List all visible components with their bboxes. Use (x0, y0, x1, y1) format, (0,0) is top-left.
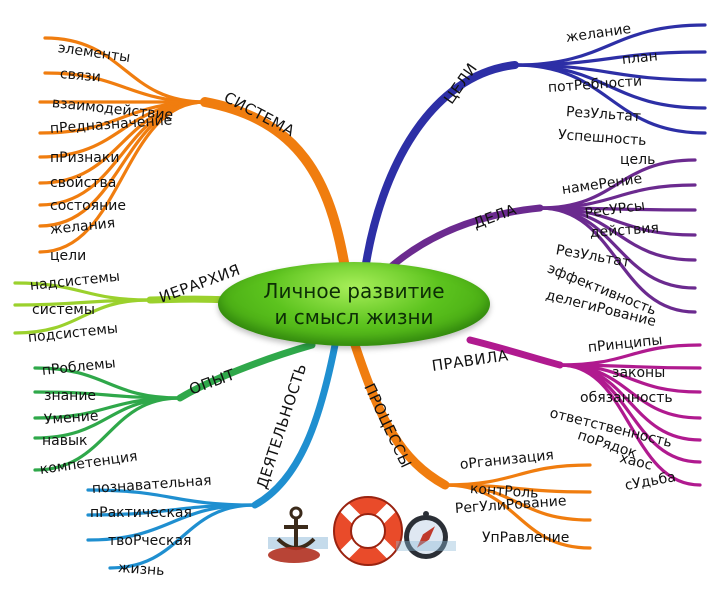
branch-system-item: свойства (50, 175, 117, 191)
branch-deeds-link (538, 206, 697, 314)
branch-hierarchy-link (13, 298, 152, 335)
central-topic-line-2: и смысл жизни (274, 305, 434, 329)
branch-activity-link (108, 503, 257, 570)
branch-system-trunk (200, 97, 350, 273)
branch-activity-link (86, 503, 257, 542)
branch-system-item: состояние (50, 198, 126, 214)
branch-deeds-item: цель (620, 152, 656, 168)
branch-system-item: связи (59, 66, 102, 86)
branch-activity-trunk (251, 341, 339, 509)
branch-experience-item: знание (44, 388, 97, 404)
branch-deeds-trunk (381, 204, 544, 276)
branch-rules-item: законы (612, 365, 666, 381)
central-topic: Личное развитие и смысл жизни (218, 262, 490, 346)
branch-goals-link (513, 50, 707, 67)
branch-hierarchy-trunk (146, 295, 232, 304)
branch-goals-link (513, 63, 707, 135)
branch-activity-item: пРактическая (90, 505, 192, 521)
branch-processes-item: УпРавление (482, 530, 570, 546)
anchor-icon (268, 506, 320, 563)
branch-activity-item: твоРческая (108, 533, 192, 549)
branch-system-item: пРизнаки (50, 150, 120, 166)
branch-activity-item: жизнь (117, 560, 166, 580)
compass-icon (404, 511, 448, 559)
lifebuoy-icon (333, 496, 403, 566)
branch-experience-item: навык (42, 433, 88, 449)
branch-rules-item: обязанность (580, 390, 673, 406)
branch-experience-trunk (176, 341, 316, 402)
central-topic-line-1: Личное развитие (263, 279, 445, 303)
branch-processes-link (443, 483, 592, 550)
branch-goals-trunk (361, 61, 519, 274)
branch-hierarchy-item: системы (32, 302, 95, 318)
branch-system-item: цели (50, 248, 87, 264)
watermark-logo (268, 496, 456, 566)
branch-rules-trunk (466, 336, 564, 369)
branch-system-link (38, 100, 207, 254)
branch-rules-link (558, 363, 702, 487)
branch-processes-trunk (350, 340, 450, 490)
branch-experience-link (33, 396, 182, 472)
